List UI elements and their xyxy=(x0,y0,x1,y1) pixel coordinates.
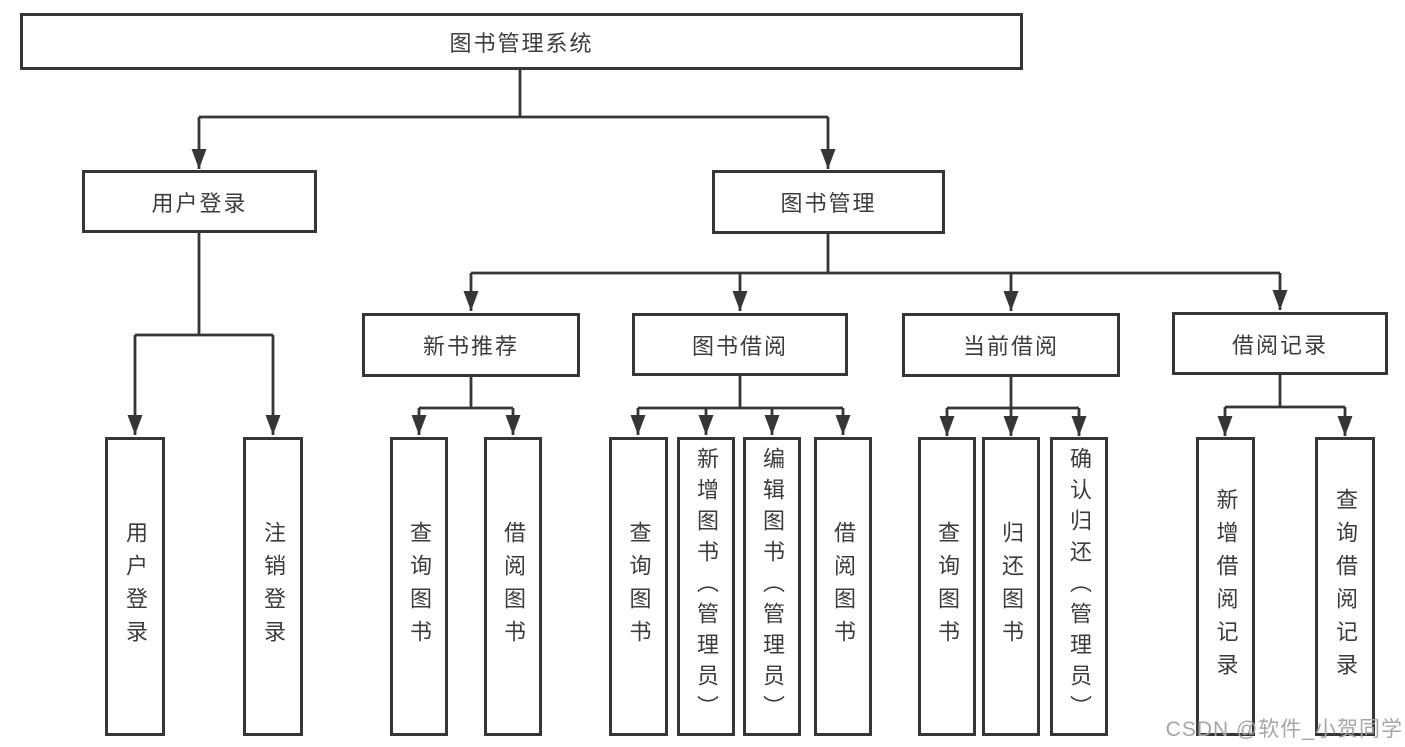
node-user-login: 用户登录 xyxy=(82,170,317,233)
leaf-user-login: 用户登录 xyxy=(105,437,165,736)
leaf-recommend-borrow-book: 借阅图书 xyxy=(484,437,542,736)
leaf-borrow-book-label: 借阅图书 xyxy=(831,520,856,653)
leaf-current-query-book: 查询图书 xyxy=(918,437,976,736)
leaf-recommend-query-book: 查询图书 xyxy=(390,437,448,736)
leaf-logout: 注销登录 xyxy=(243,437,303,736)
leaf-logout-label: 注销登录 xyxy=(261,520,286,653)
node-root-label: 图书管理系统 xyxy=(449,30,594,56)
leaf-query-borrow-record-label: 查询借阅记录 xyxy=(1333,487,1358,686)
csdn-watermark: CSDN @软件_小贺同学 xyxy=(1165,718,1403,741)
leaf-add-book-admin-label: 新增图书（管理员） xyxy=(694,447,719,726)
leaf-return-book: 归还图书 xyxy=(982,437,1040,736)
leaf-add-borrow-record: 新增借阅记录 xyxy=(1196,437,1255,736)
leaf-edit-book-admin-label: 编辑图书（管理员） xyxy=(760,447,785,726)
node-current-borrow-label: 当前借阅 xyxy=(962,334,1059,359)
leaf-add-borrow-record-label: 新增借阅记录 xyxy=(1213,487,1239,686)
leaf-user-login-label: 用户登录 xyxy=(123,520,148,653)
node-new-book-recommend-label: 新书推荐 xyxy=(422,334,519,359)
leaf-borrow-query-book-label: 查询图书 xyxy=(626,520,652,653)
leaf-edit-book-admin: 编辑图书（管理员） xyxy=(743,437,801,736)
leaf-recommend-borrow-book-label: 借阅图书 xyxy=(501,520,526,653)
node-borrow-records: 借阅记录 xyxy=(1172,312,1388,375)
leaf-recommend-query-book-label: 查询图书 xyxy=(407,520,432,653)
leaf-return-book-label: 归还图书 xyxy=(999,520,1024,653)
node-borrow-records-label: 借阅记录 xyxy=(1231,332,1328,358)
node-book-borrow: 图书借阅 xyxy=(632,313,848,376)
node-current-borrow: 当前借阅 xyxy=(902,313,1120,377)
node-book-management: 图书管理 xyxy=(712,170,945,234)
leaf-borrow-book: 借阅图书 xyxy=(814,437,872,736)
leaf-current-query-book-label: 查询图书 xyxy=(935,520,960,653)
leaf-borrow-query-book: 查询图书 xyxy=(609,437,668,736)
connector-arrows xyxy=(127,117,1353,436)
node-book-management-label: 图书管理 xyxy=(780,191,877,216)
leaf-confirm-return-admin-label: 确认归还（管理员） xyxy=(1067,447,1092,726)
node-user-login-label: 用户登录 xyxy=(151,190,248,216)
leaf-query-borrow-record: 查询借阅记录 xyxy=(1315,437,1375,736)
leaf-confirm-return-admin: 确认归还（管理员） xyxy=(1050,437,1108,736)
node-root-library-system: 图书管理系统 xyxy=(20,13,1023,70)
leaf-add-book-admin: 新增图书（管理员） xyxy=(677,437,735,736)
node-new-book-recommend: 新书推荐 xyxy=(362,313,580,377)
node-book-borrow-label: 图书借阅 xyxy=(691,333,788,359)
